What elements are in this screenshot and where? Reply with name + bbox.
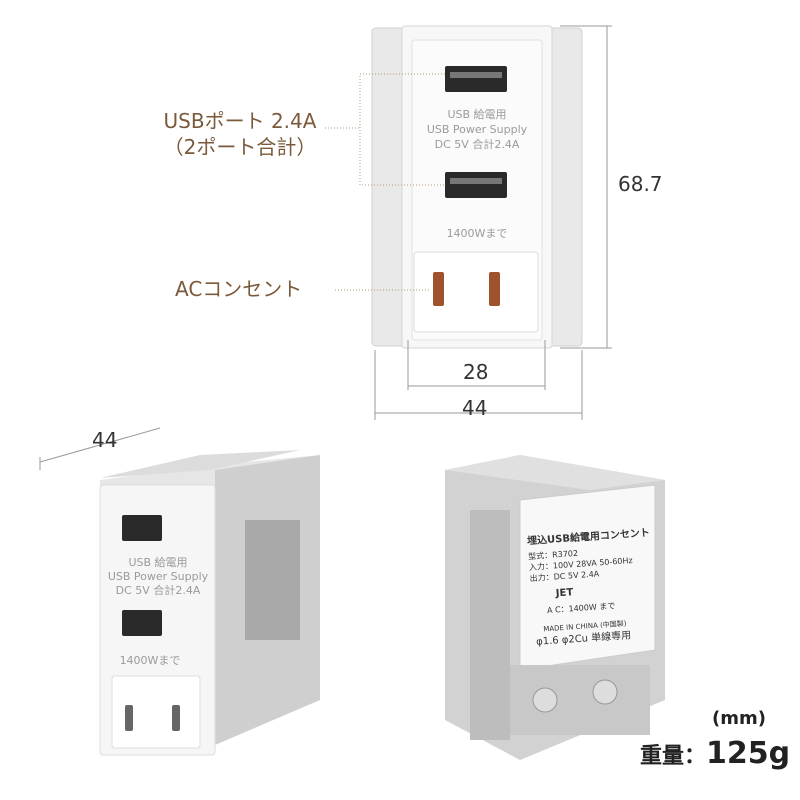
svg-text:DC 5V 合計2.4A: DC 5V 合計2.4A (435, 137, 520, 151)
usb-port-callout-line2: （2ポート合計） (163, 135, 317, 159)
svg-text:USB Power Supply: USB Power Supply (427, 123, 528, 136)
svg-text:USB Power Supply: USB Power Supply (108, 570, 209, 583)
back-view-device: 埋込USB給電用コンセント 型式：R3702 入力：100V 28VA 50-6… (445, 455, 665, 760)
outlet-width-dimension: 28 (463, 360, 489, 384)
svg-text:DC 5V 合計2.4A: DC 5V 合計2.4A (116, 583, 201, 597)
ac-outlet-callout: ACコンセント (175, 277, 303, 301)
weight-value: 125g (706, 736, 791, 771)
svg-text:出力：DC 5V 2.4A: 出力：DC 5V 2.4A (529, 568, 600, 583)
svg-text:USB 給電用: USB 給電用 (128, 555, 187, 569)
depth-dimension: 44 (92, 428, 118, 452)
weight-label: 重量： (640, 744, 707, 769)
svg-text:USB 給電用: USB 給電用 (447, 107, 506, 121)
svg-text:型式：R3702: 型式：R3702 (528, 548, 578, 561)
ac-outlet (413, 251, 539, 333)
svg-text:1400Wまで: 1400Wまで (120, 654, 181, 667)
usb-port-2 (445, 172, 507, 198)
height-dimension: 68.7 (618, 172, 663, 196)
svg-text:JET: JET (555, 587, 574, 599)
width-dimension: 44 (462, 396, 488, 420)
usb-port-callout-line1: USBポート 2.4A (163, 109, 317, 133)
callout-lines (325, 73, 445, 291)
svg-text:1400Wまで: 1400Wまで (447, 227, 508, 240)
isometric-front-device: USB 給電用 USB Power Supply DC 5V 合計2.4A 14… (99, 450, 320, 756)
weight: 重量：125g (640, 736, 790, 771)
usb-port-1 (445, 66, 507, 92)
usb-port-callout: USBポート 2.4A （2ポート合計） (150, 108, 330, 160)
unit-label: (mm) (712, 708, 766, 729)
front-view-device: USB 給電用 USB Power Supply DC 5V 合計2.4A 14… (371, 25, 583, 349)
dimension-lines (39, 25, 612, 470)
